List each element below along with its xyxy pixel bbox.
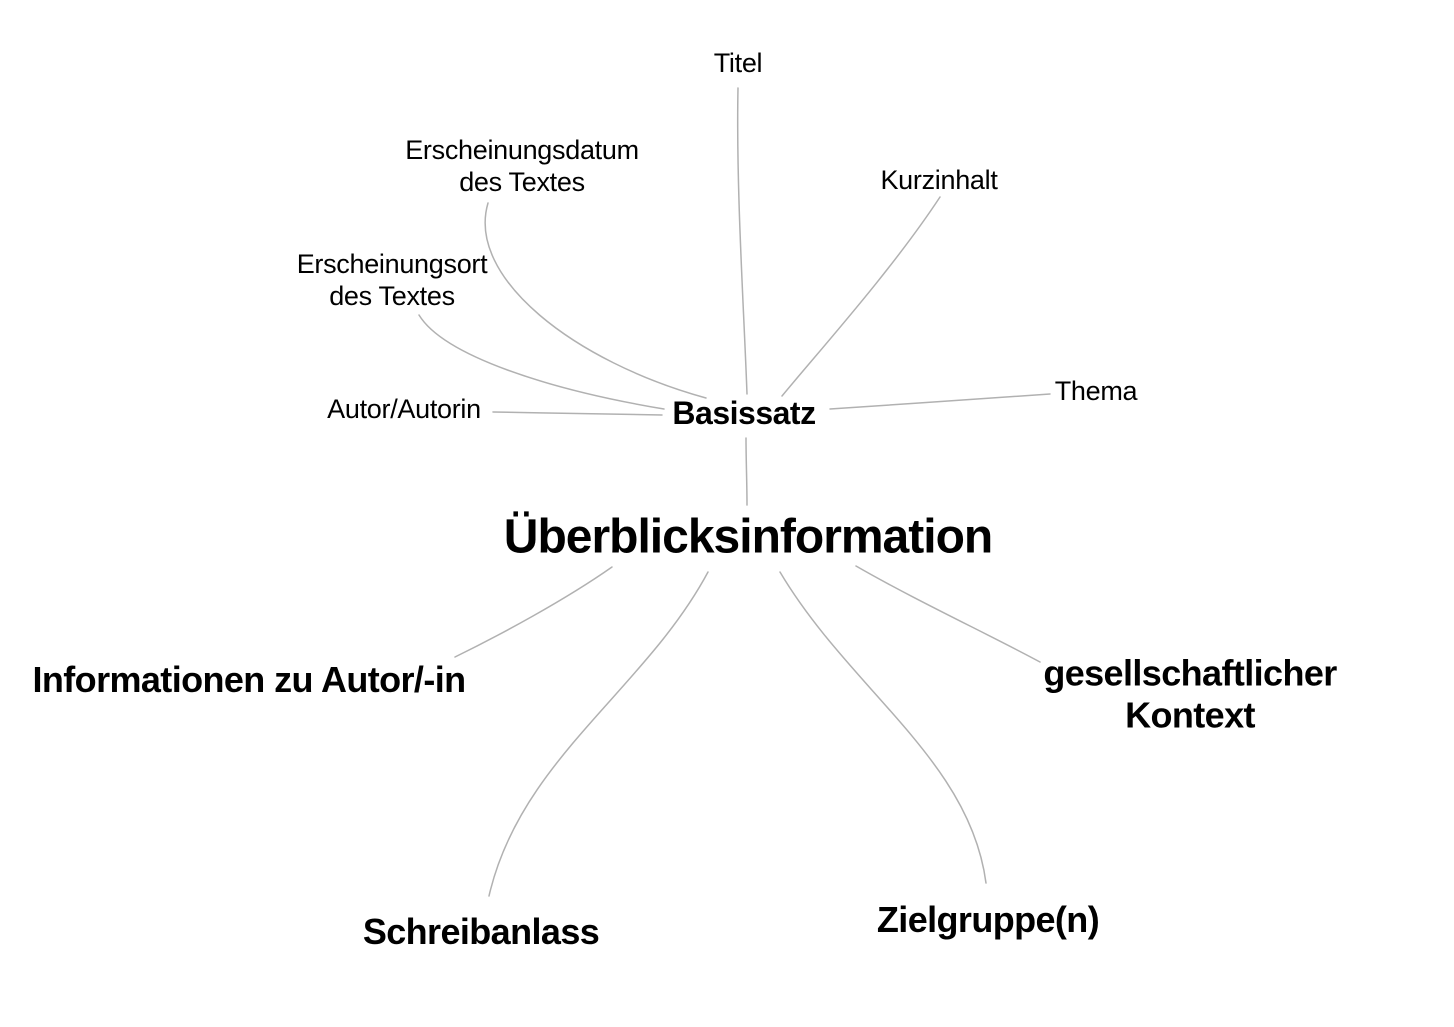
edge-root-zielgruppe [779,571,987,884]
node-erscheinungsort[interactable]: Erscheinungsort des Textes [296,249,488,311]
node-titel[interactable]: Titel [713,48,763,79]
edge-root-basissatz [745,437,748,506]
node-kurzinhalt[interactable]: Kurzinhalt [880,165,998,196]
edge-root-informationen [454,566,613,658]
edge-basissatz-autor [492,411,663,416]
node-thema[interactable]: Thema [1054,376,1138,407]
node-zielgruppe-n[interactable]: Zielgruppe(n) [876,898,1100,940]
edge-root-schreibanlass [488,571,709,897]
edge-basissatz-thema [829,393,1051,410]
edge-basissatz-erscheinungsdatum [484,202,707,399]
edge-basissatz-kurzinhalt [781,196,941,397]
node-autor-autorin[interactable]: Autor/Autorin [327,394,481,425]
node-ueberblicksinformation[interactable]: Überblicksinformation [503,510,993,564]
node-schreibanlass[interactable]: Schreibanlass [362,910,600,952]
node-basissatz[interactable]: Basissatz [672,395,816,432]
node-informationen-zu-autor-in[interactable]: Informationen zu Autor/-in [32,658,466,700]
edge-root-kontext [855,565,1041,663]
node-erscheinungsdatum[interactable]: Erscheinungsdatum des Textes [405,135,639,197]
node-gesellschaftlicher-kontext[interactable]: gesellschaftlicher Kontext [1043,652,1337,736]
edge-basissatz-erscheinungsort [418,314,665,410]
edge-basissatz-titel [736,87,748,395]
